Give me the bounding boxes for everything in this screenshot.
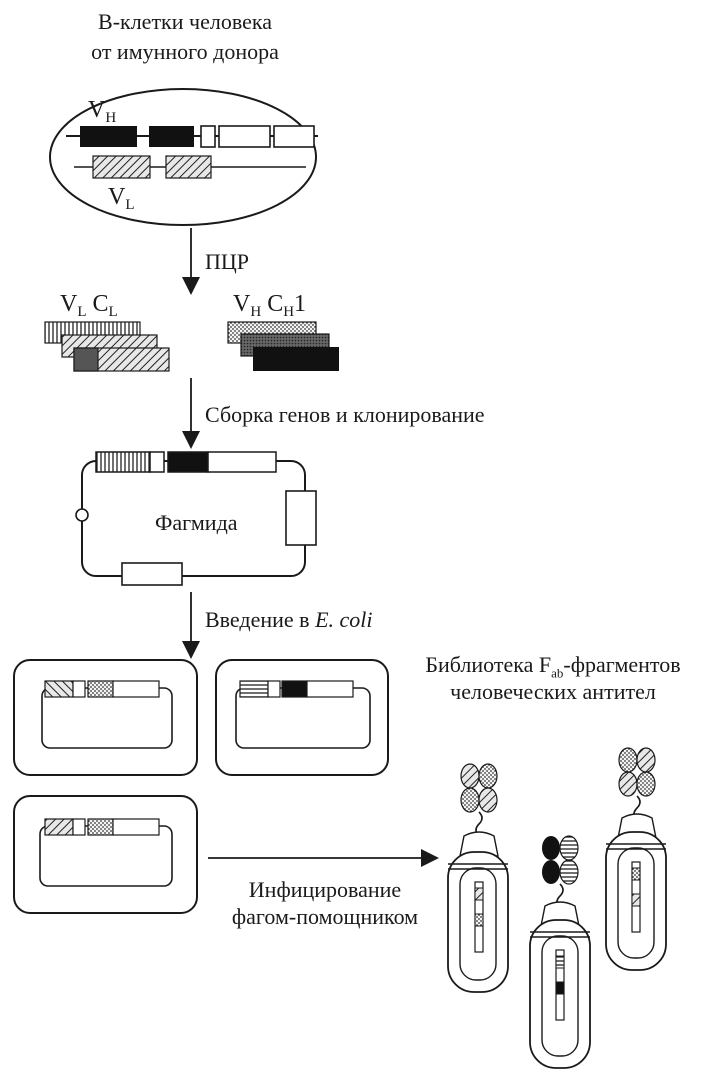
ecoli-cell-3 bbox=[14, 796, 197, 913]
constant-segment-2 bbox=[219, 126, 270, 147]
phage-particle-3 bbox=[606, 748, 666, 970]
vl-gene-segment-1 bbox=[93, 156, 150, 178]
vh-gene-segment-2 bbox=[149, 126, 194, 147]
heavy-chain-pcr-fragments bbox=[228, 322, 339, 371]
light-chain-pcr-fragments bbox=[45, 322, 169, 371]
vl-gene-segment-2 bbox=[166, 156, 211, 178]
constant-segment-1 bbox=[201, 126, 215, 147]
vh-gene-segment-1 bbox=[80, 126, 137, 147]
phagemid-plasmid bbox=[76, 452, 316, 585]
phage-particle-1 bbox=[448, 764, 508, 992]
ecoli-cell-2 bbox=[216, 660, 388, 775]
phage-particle-2 bbox=[530, 836, 590, 1068]
constant-segment-3 bbox=[274, 126, 314, 147]
ecoli-cell-1 bbox=[14, 660, 197, 775]
